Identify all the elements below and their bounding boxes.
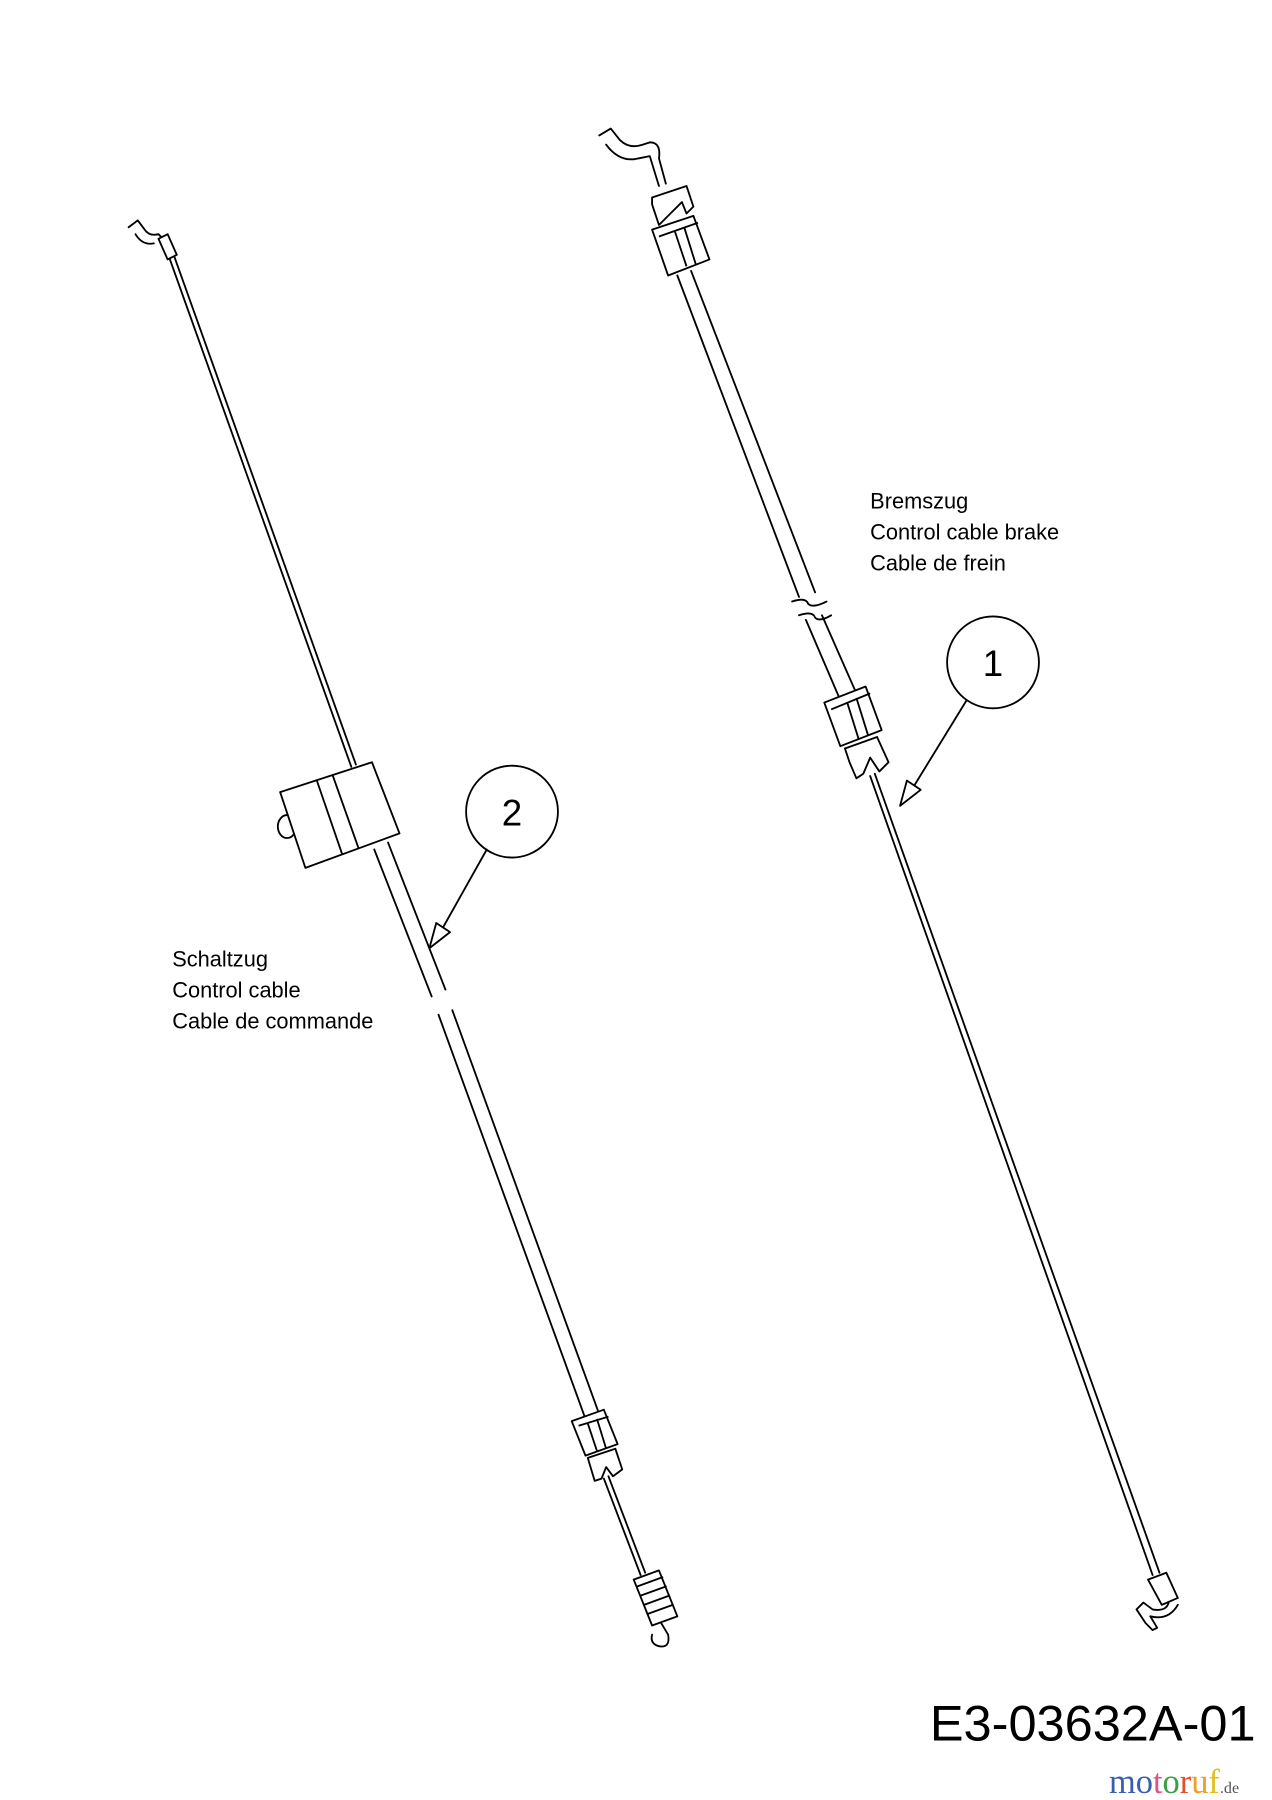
watermark-letter: m <box>1109 1763 1136 1800</box>
control-cable <box>127 219 679 1648</box>
control-cable-label: Schaltzug Control cable Cable de command… <box>172 947 373 1034</box>
control-cable-top-sleeve <box>157 233 178 261</box>
label-en: Control cable <box>172 978 300 1003</box>
leader-arrow <box>899 779 922 807</box>
brake-cable-label: Bremszug Control cable brake Cable de fr… <box>870 489 1059 576</box>
brake-cable-bottom-hook <box>1135 1601 1179 1632</box>
control-cable-bottom-hook <box>650 1622 670 1648</box>
leader-arrow <box>428 922 451 950</box>
control-cable-inner-wire-lower <box>602 1475 647 1576</box>
label-fr: Cable de frein <box>870 551 1006 576</box>
brake-cable-sheath-upper <box>676 270 817 598</box>
watermark-letter: f <box>1208 1763 1220 1800</box>
brake-cable-end-sleeve <box>1147 1571 1179 1606</box>
watermark-logo: motoruf.de <box>1109 1763 1239 1800</box>
brake-cable-top-clip <box>651 185 695 226</box>
control-cable-sheath-lower <box>437 1009 601 1420</box>
brake-cable-lower-clip <box>844 736 890 780</box>
drawing-code: E3-03632A-01 <box>930 1694 1256 1751</box>
control-cable-inner-wire-upper <box>169 256 357 768</box>
label-en: Control cable brake <box>870 520 1059 545</box>
brake-cable-lower-ferrule <box>823 685 883 748</box>
watermark-suffix: .de <box>1220 1780 1239 1797</box>
leader-line <box>903 699 968 803</box>
callout-circle <box>465 764 559 859</box>
part-number: 2 <box>502 792 522 833</box>
callout-2[interactable]: 2 <box>428 764 559 950</box>
part-number: 1 <box>983 643 1003 684</box>
control-cable-clip <box>586 1447 624 1482</box>
brake-cable-sheath-lower <box>804 614 858 702</box>
label-fr: Cable de commande <box>172 1009 373 1034</box>
brake-cable-top-ferrule <box>651 214 711 277</box>
control-cable-spring <box>632 1569 679 1627</box>
callout-circle <box>946 615 1040 710</box>
control-cable-top-hook <box>127 219 167 245</box>
brake-cable-inner-wire <box>869 772 1161 1576</box>
watermark-letter: o <box>1136 1763 1153 1800</box>
brake-cable-break <box>791 598 833 621</box>
watermark-letter: o <box>1163 1763 1180 1800</box>
control-cable-clamp <box>276 761 401 869</box>
brake-cable <box>598 127 1179 1632</box>
watermark-letter: u <box>1191 1763 1208 1800</box>
watermark-letter: t <box>1153 1763 1163 1800</box>
label-de: Bremszug <box>870 489 968 514</box>
watermark-letter: r <box>1180 1763 1192 1800</box>
brake-cable-top-hook <box>598 127 667 187</box>
callout-1[interactable]: 1 <box>899 615 1040 807</box>
label-de: Schaltzug <box>172 947 268 972</box>
control-cable-sheath-upper <box>373 841 447 998</box>
control-cable-ferrule <box>570 1408 619 1457</box>
